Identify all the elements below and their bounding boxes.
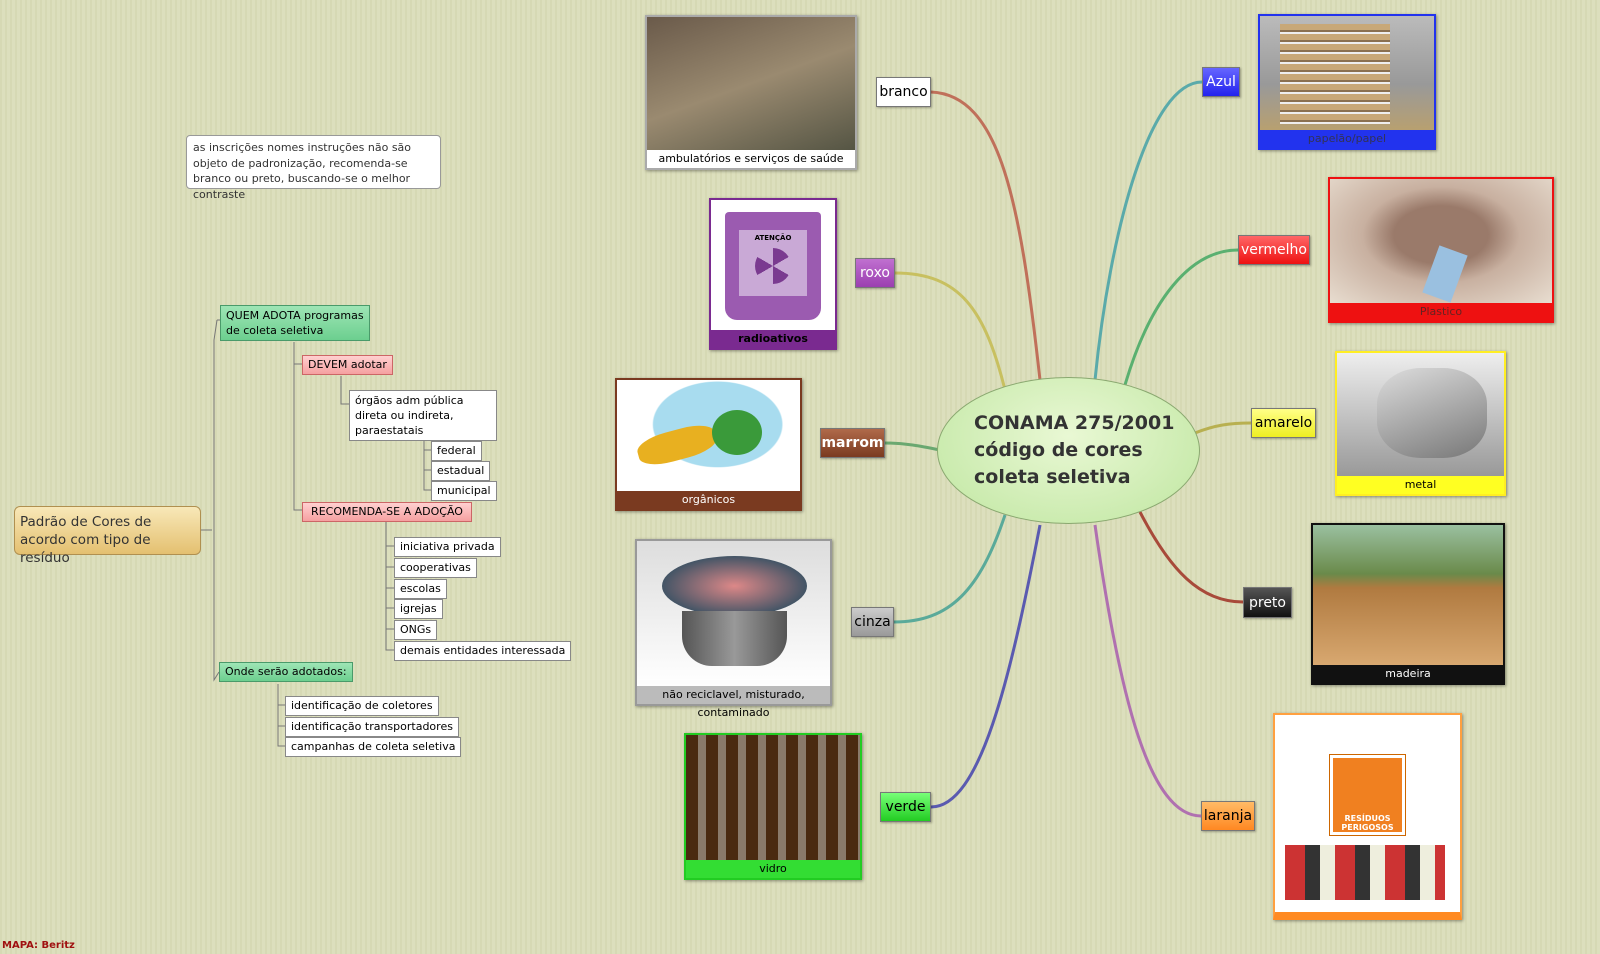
node-rec-item[interactable]: ONGs	[394, 620, 438, 640]
node-rec-item[interactable]: demais entidades interessada	[394, 641, 572, 661]
node-orgaos[interactable]: órgãos adm pública direta ou indireta, p…	[349, 390, 497, 441]
metal-can-image	[1337, 353, 1504, 476]
card-papel[interactable]: papelão/papel	[1258, 14, 1436, 150]
node-rec-item[interactable]: igrejas	[394, 599, 443, 619]
caption-radioativos: radioativos	[711, 330, 835, 348]
card-vidro[interactable]: vidro	[684, 733, 862, 880]
card-plastico[interactable]: Plastico	[1328, 177, 1554, 323]
central-topic[interactable]: CONAMA 275/2001 código de cores coleta s…	[937, 377, 1200, 524]
label-verde[interactable]: verde	[880, 792, 931, 822]
node-rec-item[interactable]: iniciativa privada	[394, 537, 501, 557]
trash-bin-image	[637, 541, 830, 686]
caption-madeira: madeira	[1385, 667, 1431, 680]
caption-vidro: vidro	[759, 862, 787, 875]
card-saude[interactable]: ambulatórios e serviços de saúde	[645, 15, 857, 170]
label-marrom[interactable]: marrom	[820, 428, 885, 458]
root-topic[interactable]: Padrão de Cores de acordo com tipo de re…	[14, 506, 201, 566]
center-title-line1: CONAMA 275/2001	[974, 412, 1175, 434]
node-federal[interactable]: federal	[431, 441, 482, 461]
caption-organicos: orgânicos	[617, 491, 800, 509]
node-onde-item[interactable]: identificação transportadores	[285, 717, 459, 737]
label-preto[interactable]: preto	[1243, 587, 1292, 618]
wood-image	[1313, 525, 1503, 665]
node-rec-item[interactable]: escolas	[394, 579, 447, 599]
label-vermelho[interactable]: vermelho	[1238, 235, 1310, 265]
label-laranja[interactable]: laranja	[1201, 801, 1255, 831]
node-estadual[interactable]: estadual	[431, 461, 491, 481]
center-title-line2: código de cores	[974, 439, 1143, 461]
card-nao-reciclavel[interactable]: não reciclavel, misturado, contaminado	[635, 539, 832, 719]
radiation-icon	[755, 248, 791, 284]
caption-nao-reciclavel: não reciclavel, misturado, contaminado	[637, 686, 830, 719]
card-radioativos[interactable]: ATENÇÃO radioativos	[709, 198, 837, 350]
label-branco[interactable]: branco	[876, 77, 931, 107]
card-perigosos[interactable]: RESÍDUOS PERIGOSOS	[1273, 713, 1462, 920]
radioactive-bin-image: ATENÇÃO	[711, 200, 835, 330]
node-recomenda[interactable]: RECOMENDA-SE A ADOÇÃO	[302, 502, 472, 522]
caption-papel: papelão/papel	[1307, 132, 1387, 145]
credit-text: MAPA: Beritz	[2, 940, 75, 951]
caption-plastico: Plastico	[1419, 305, 1463, 318]
turtle-plastic-image	[1330, 179, 1552, 303]
caption-metal: metal	[1404, 478, 1437, 491]
label-roxo[interactable]: roxo	[855, 258, 895, 288]
node-onde[interactable]: Onde serão adotados:	[219, 662, 353, 682]
note-box: as inscrições nomes instruções não são o…	[186, 135, 441, 201]
label-cinza[interactable]: cinza	[851, 607, 894, 637]
node-rec-item[interactable]: cooperativas	[394, 558, 477, 578]
card-metal[interactable]: metal	[1335, 351, 1506, 496]
cardboard-image	[1260, 16, 1434, 130]
glass-bottles-image	[686, 735, 860, 860]
hazardous-waste-image: RESÍDUOS PERIGOSOS	[1275, 715, 1460, 912]
organic-waste-image	[617, 380, 800, 491]
node-onde-item[interactable]: identificação de coletores	[285, 696, 439, 716]
node-municipal[interactable]: municipal	[431, 481, 497, 501]
node-quem-adota[interactable]: QUEM ADOTA programas de coleta seletiva	[220, 305, 370, 341]
hazard-sign: RESÍDUOS PERIGOSOS	[1329, 754, 1406, 836]
card-madeira[interactable]: madeira	[1311, 523, 1505, 685]
node-devem-adotar[interactable]: DEVEM adotar	[302, 355, 393, 375]
node-onde-item[interactable]: campanhas de coleta seletiva	[285, 737, 462, 757]
label-azul[interactable]: Azul	[1202, 67, 1240, 97]
center-title-line3: coleta seletiva	[974, 466, 1131, 488]
syringe-image	[647, 17, 855, 150]
label-amarelo[interactable]: amarelo	[1251, 408, 1316, 438]
card-organicos[interactable]: orgânicos	[615, 378, 802, 511]
caption-saude: ambulatórios e serviços de saúde	[647, 150, 855, 168]
